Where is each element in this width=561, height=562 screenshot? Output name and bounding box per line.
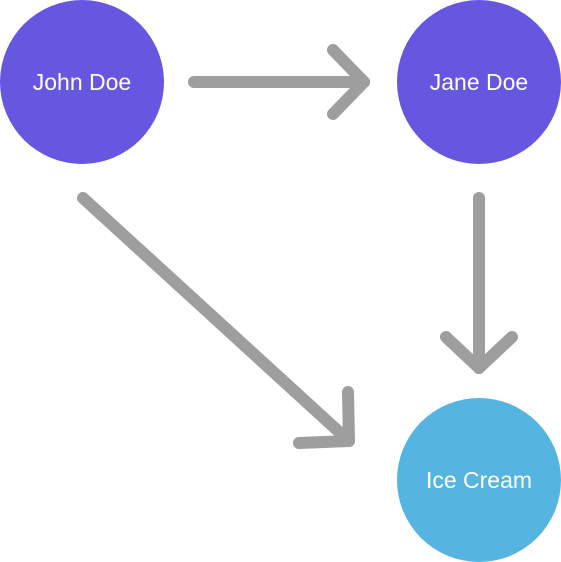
- node-circle: [397, 398, 561, 562]
- node-john-doe[interactable]: John Doe: [0, 0, 164, 164]
- node-circle: [0, 0, 164, 164]
- edge-john-to-icecream: [77, 192, 355, 449]
- node-jane-doe[interactable]: Jane Doe: [397, 0, 561, 164]
- node-label: John Doe: [33, 69, 131, 95]
- node-ice-cream[interactable]: Ice Cream: [397, 398, 561, 562]
- node-label: Jane Doe: [430, 69, 528, 95]
- edge-jane-to-icecream: [440, 192, 518, 374]
- edge-john-to-jane: [188, 44, 370, 120]
- node-circle: [397, 0, 561, 164]
- diagram-edges: [77, 44, 518, 449]
- node-label: Ice Cream: [426, 467, 532, 493]
